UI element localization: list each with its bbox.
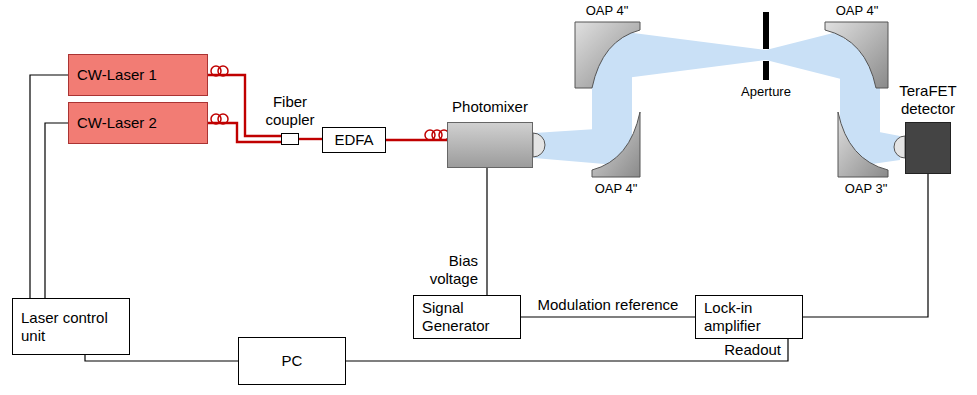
edge-label: Bias voltage bbox=[412, 252, 480, 288]
signal-wire bbox=[45, 123, 68, 298]
aperture-plate bbox=[763, 12, 769, 80]
laser-box: CW-Laser 2 bbox=[68, 102, 208, 144]
detector-box: TeraFET detector bbox=[905, 122, 951, 174]
signal-wire bbox=[521, 316, 695, 317]
signal-wire bbox=[30, 75, 68, 298]
signal-wire bbox=[346, 339, 788, 361]
part-label: OAP 3" bbox=[845, 181, 888, 197]
photomixer-box: Photomixer bbox=[447, 122, 533, 168]
detector-lens bbox=[894, 136, 905, 158]
node-text: CW-Laser 1 bbox=[77, 66, 157, 84]
node-text: PC bbox=[282, 352, 303, 370]
signal-wire bbox=[486, 168, 487, 295]
node-text: CW-Laser 2 bbox=[77, 114, 157, 132]
fiber-coupler: Fiber coupler bbox=[281, 133, 299, 145]
part-label: Aperture bbox=[741, 84, 791, 100]
part-label: OAP 4" bbox=[586, 3, 629, 19]
optical-fiber bbox=[299, 138, 322, 140]
node-heading: Photomixer bbox=[435, 98, 545, 117]
optical-fiber bbox=[386, 139, 447, 141]
generator-box: Signal Generator bbox=[413, 295, 521, 339]
pc-box: PC bbox=[238, 337, 346, 385]
node-heading: Fiber coupler bbox=[259, 93, 321, 131]
oap-mirrors bbox=[575, 22, 888, 177]
signal-wire bbox=[85, 355, 238, 361]
amplifier-box: EDFA bbox=[322, 127, 386, 153]
laser-box: CW-Laser 1 bbox=[68, 54, 208, 96]
node-text: Signal Generator bbox=[422, 299, 512, 335]
node-text: Lock-in amplifier bbox=[704, 299, 794, 335]
node-text: Laser control unit bbox=[21, 309, 121, 345]
node-text: EDFA bbox=[334, 131, 373, 149]
part-label: OAP 4" bbox=[836, 3, 879, 19]
part-label: OAP 4" bbox=[595, 181, 638, 197]
edge-label: Readout bbox=[722, 341, 783, 359]
photomixer-lens bbox=[533, 133, 545, 157]
edge-label: Modulation reference bbox=[536, 296, 681, 314]
node-heading: TeraFET detector bbox=[892, 82, 964, 120]
control-box: Laser control unit bbox=[12, 298, 130, 355]
signal-wire bbox=[803, 174, 928, 317]
lockin-box: Lock-in amplifier bbox=[695, 295, 803, 339]
